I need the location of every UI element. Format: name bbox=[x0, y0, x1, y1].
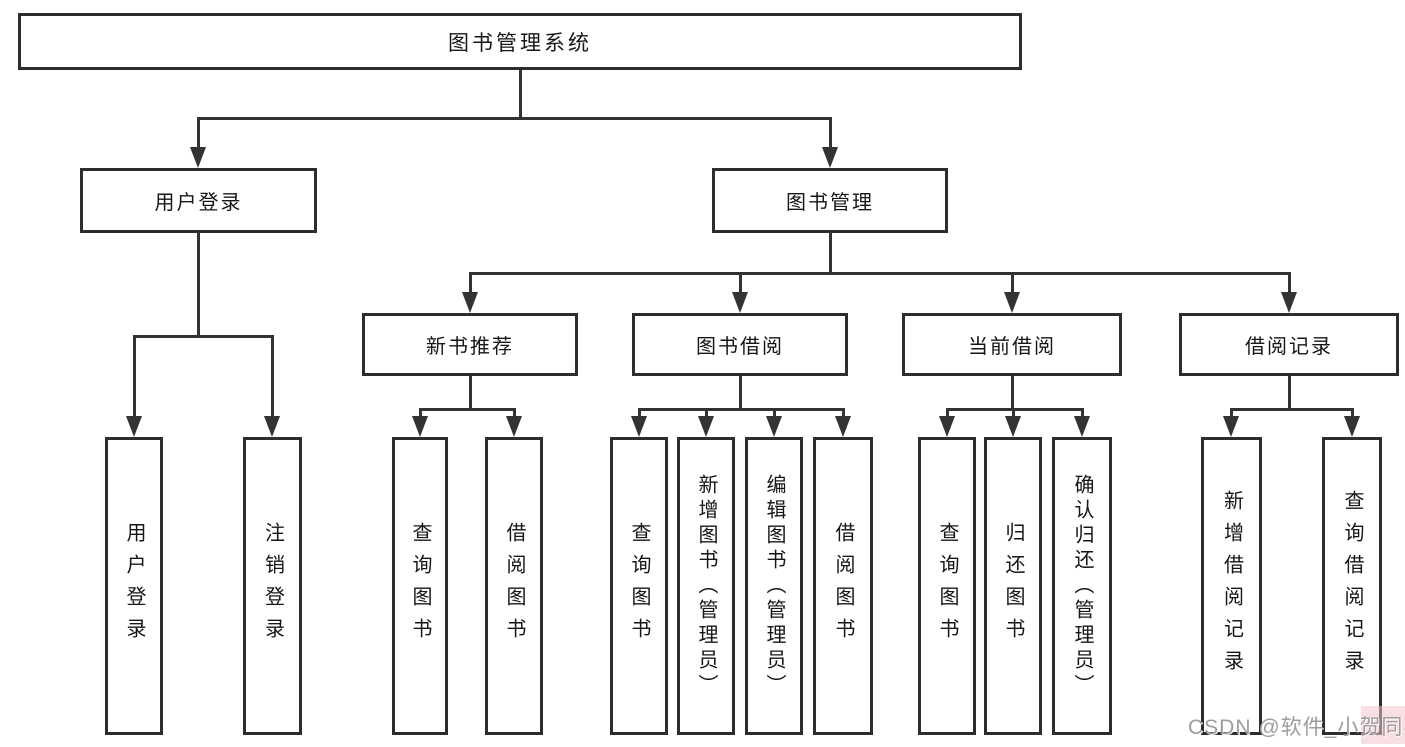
leaf-add-borrow-record: 新增借阅记录 bbox=[1201, 437, 1262, 735]
connector-arrow-stem bbox=[739, 272, 742, 294]
arrow-down-icon bbox=[412, 416, 428, 437]
connector-arrow-stem bbox=[1351, 408, 1354, 418]
node-new-book-recommend: 新书推荐 bbox=[362, 313, 578, 376]
leaf-borrow-books: 借阅图书 bbox=[813, 437, 873, 735]
arrow-down-icon bbox=[732, 292, 748, 313]
arrow-down-icon bbox=[506, 416, 522, 437]
leaf-borrow-books-recommend: 借阅图书 bbox=[485, 437, 543, 735]
arrow-down-icon bbox=[631, 416, 647, 437]
connector-user-arrow-stem bbox=[197, 117, 200, 149]
connector-borrow-stem bbox=[739, 376, 742, 409]
connector-arrow-stem bbox=[842, 408, 845, 418]
root-node-system: 图书管理系统 bbox=[18, 13, 1022, 70]
connector-borrow-hline bbox=[638, 408, 844, 411]
connector-arrow-stem bbox=[1011, 272, 1014, 294]
leaf-return-books: 归还图书 bbox=[984, 437, 1042, 735]
arrow-down-icon bbox=[1074, 416, 1090, 437]
watermark-highlight bbox=[1361, 706, 1405, 744]
leaf-query-borrow-record: 查询借阅记录 bbox=[1322, 437, 1382, 735]
connector-arrow-stem bbox=[638, 408, 641, 418]
connector-user-stem bbox=[197, 233, 200, 336]
arrow-down-icon bbox=[1223, 416, 1239, 437]
arrow-down-icon bbox=[698, 416, 714, 437]
leaf-confirm-return-admin: 确认归还（管理员） bbox=[1052, 437, 1112, 735]
connector-mgmt-hline bbox=[469, 272, 1291, 275]
connector-mgmt-arrow-stem bbox=[829, 117, 832, 149]
connector-records-hline bbox=[1230, 408, 1354, 411]
leaf-add-books-admin: 新增图书（管理员） bbox=[677, 437, 735, 735]
leaf-logout: 注销登录 bbox=[243, 437, 302, 735]
connector-arrow-stem bbox=[271, 335, 274, 416]
arrow-down-icon bbox=[1281, 292, 1297, 313]
arrow-down-icon bbox=[1004, 292, 1020, 313]
arrow-down-icon bbox=[939, 416, 955, 437]
leaf-query-books-recommend: 查询图书 bbox=[392, 437, 448, 735]
node-book-management: 图书管理 bbox=[712, 168, 948, 233]
connector-current-stem bbox=[1011, 376, 1014, 409]
connector-arrow-stem bbox=[773, 408, 776, 418]
node-borrow-records: 借阅记录 bbox=[1179, 313, 1399, 376]
connector-arrow-stem bbox=[513, 408, 516, 418]
leaf-edit-books-admin: 编辑图书（管理员） bbox=[745, 437, 803, 735]
arrow-down-icon bbox=[1005, 416, 1021, 437]
connector-arrow-stem bbox=[946, 408, 949, 418]
leaf-query-books-borrow: 查询图书 bbox=[610, 437, 668, 735]
arrow-down-icon bbox=[190, 147, 206, 168]
connector-root-hline bbox=[197, 117, 832, 120]
arrow-down-icon bbox=[462, 292, 478, 313]
connector-mgmt-stem bbox=[829, 233, 832, 273]
connector-arrow-stem bbox=[469, 272, 472, 294]
arrow-down-icon bbox=[766, 416, 782, 437]
connector-arrow-stem bbox=[133, 335, 136, 416]
connector-newbooks-stem bbox=[469, 376, 472, 409]
connector-arrow-stem bbox=[1230, 408, 1233, 418]
connector-arrow-stem bbox=[419, 408, 422, 418]
connector-arrow-stem bbox=[705, 408, 708, 418]
connector-newbooks-hline bbox=[419, 408, 516, 411]
leaf-user-login: 用户登录 bbox=[105, 437, 163, 735]
connector-arrow-stem bbox=[1288, 272, 1291, 294]
leaf-query-books-current: 查询图书 bbox=[918, 437, 976, 735]
connector-current-hline bbox=[946, 408, 1084, 411]
connector-records-stem bbox=[1288, 376, 1291, 409]
connector-root-stem bbox=[519, 70, 522, 118]
connector-arrow-stem bbox=[1081, 408, 1084, 418]
arrow-down-icon bbox=[822, 147, 838, 168]
node-book-borrow: 图书借阅 bbox=[632, 313, 848, 376]
connector-user-hline bbox=[133, 335, 274, 338]
arrow-down-icon bbox=[264, 416, 280, 437]
watermark-text: CSDN @软件_小贺同学 bbox=[1188, 716, 1405, 739]
node-current-borrow: 当前借阅 bbox=[902, 313, 1122, 376]
connector-arrow-stem bbox=[1012, 408, 1015, 418]
node-user-login: 用户登录 bbox=[80, 168, 317, 233]
arrow-down-icon bbox=[126, 416, 142, 437]
arrow-down-icon bbox=[835, 416, 851, 437]
arrow-down-icon bbox=[1344, 416, 1360, 437]
